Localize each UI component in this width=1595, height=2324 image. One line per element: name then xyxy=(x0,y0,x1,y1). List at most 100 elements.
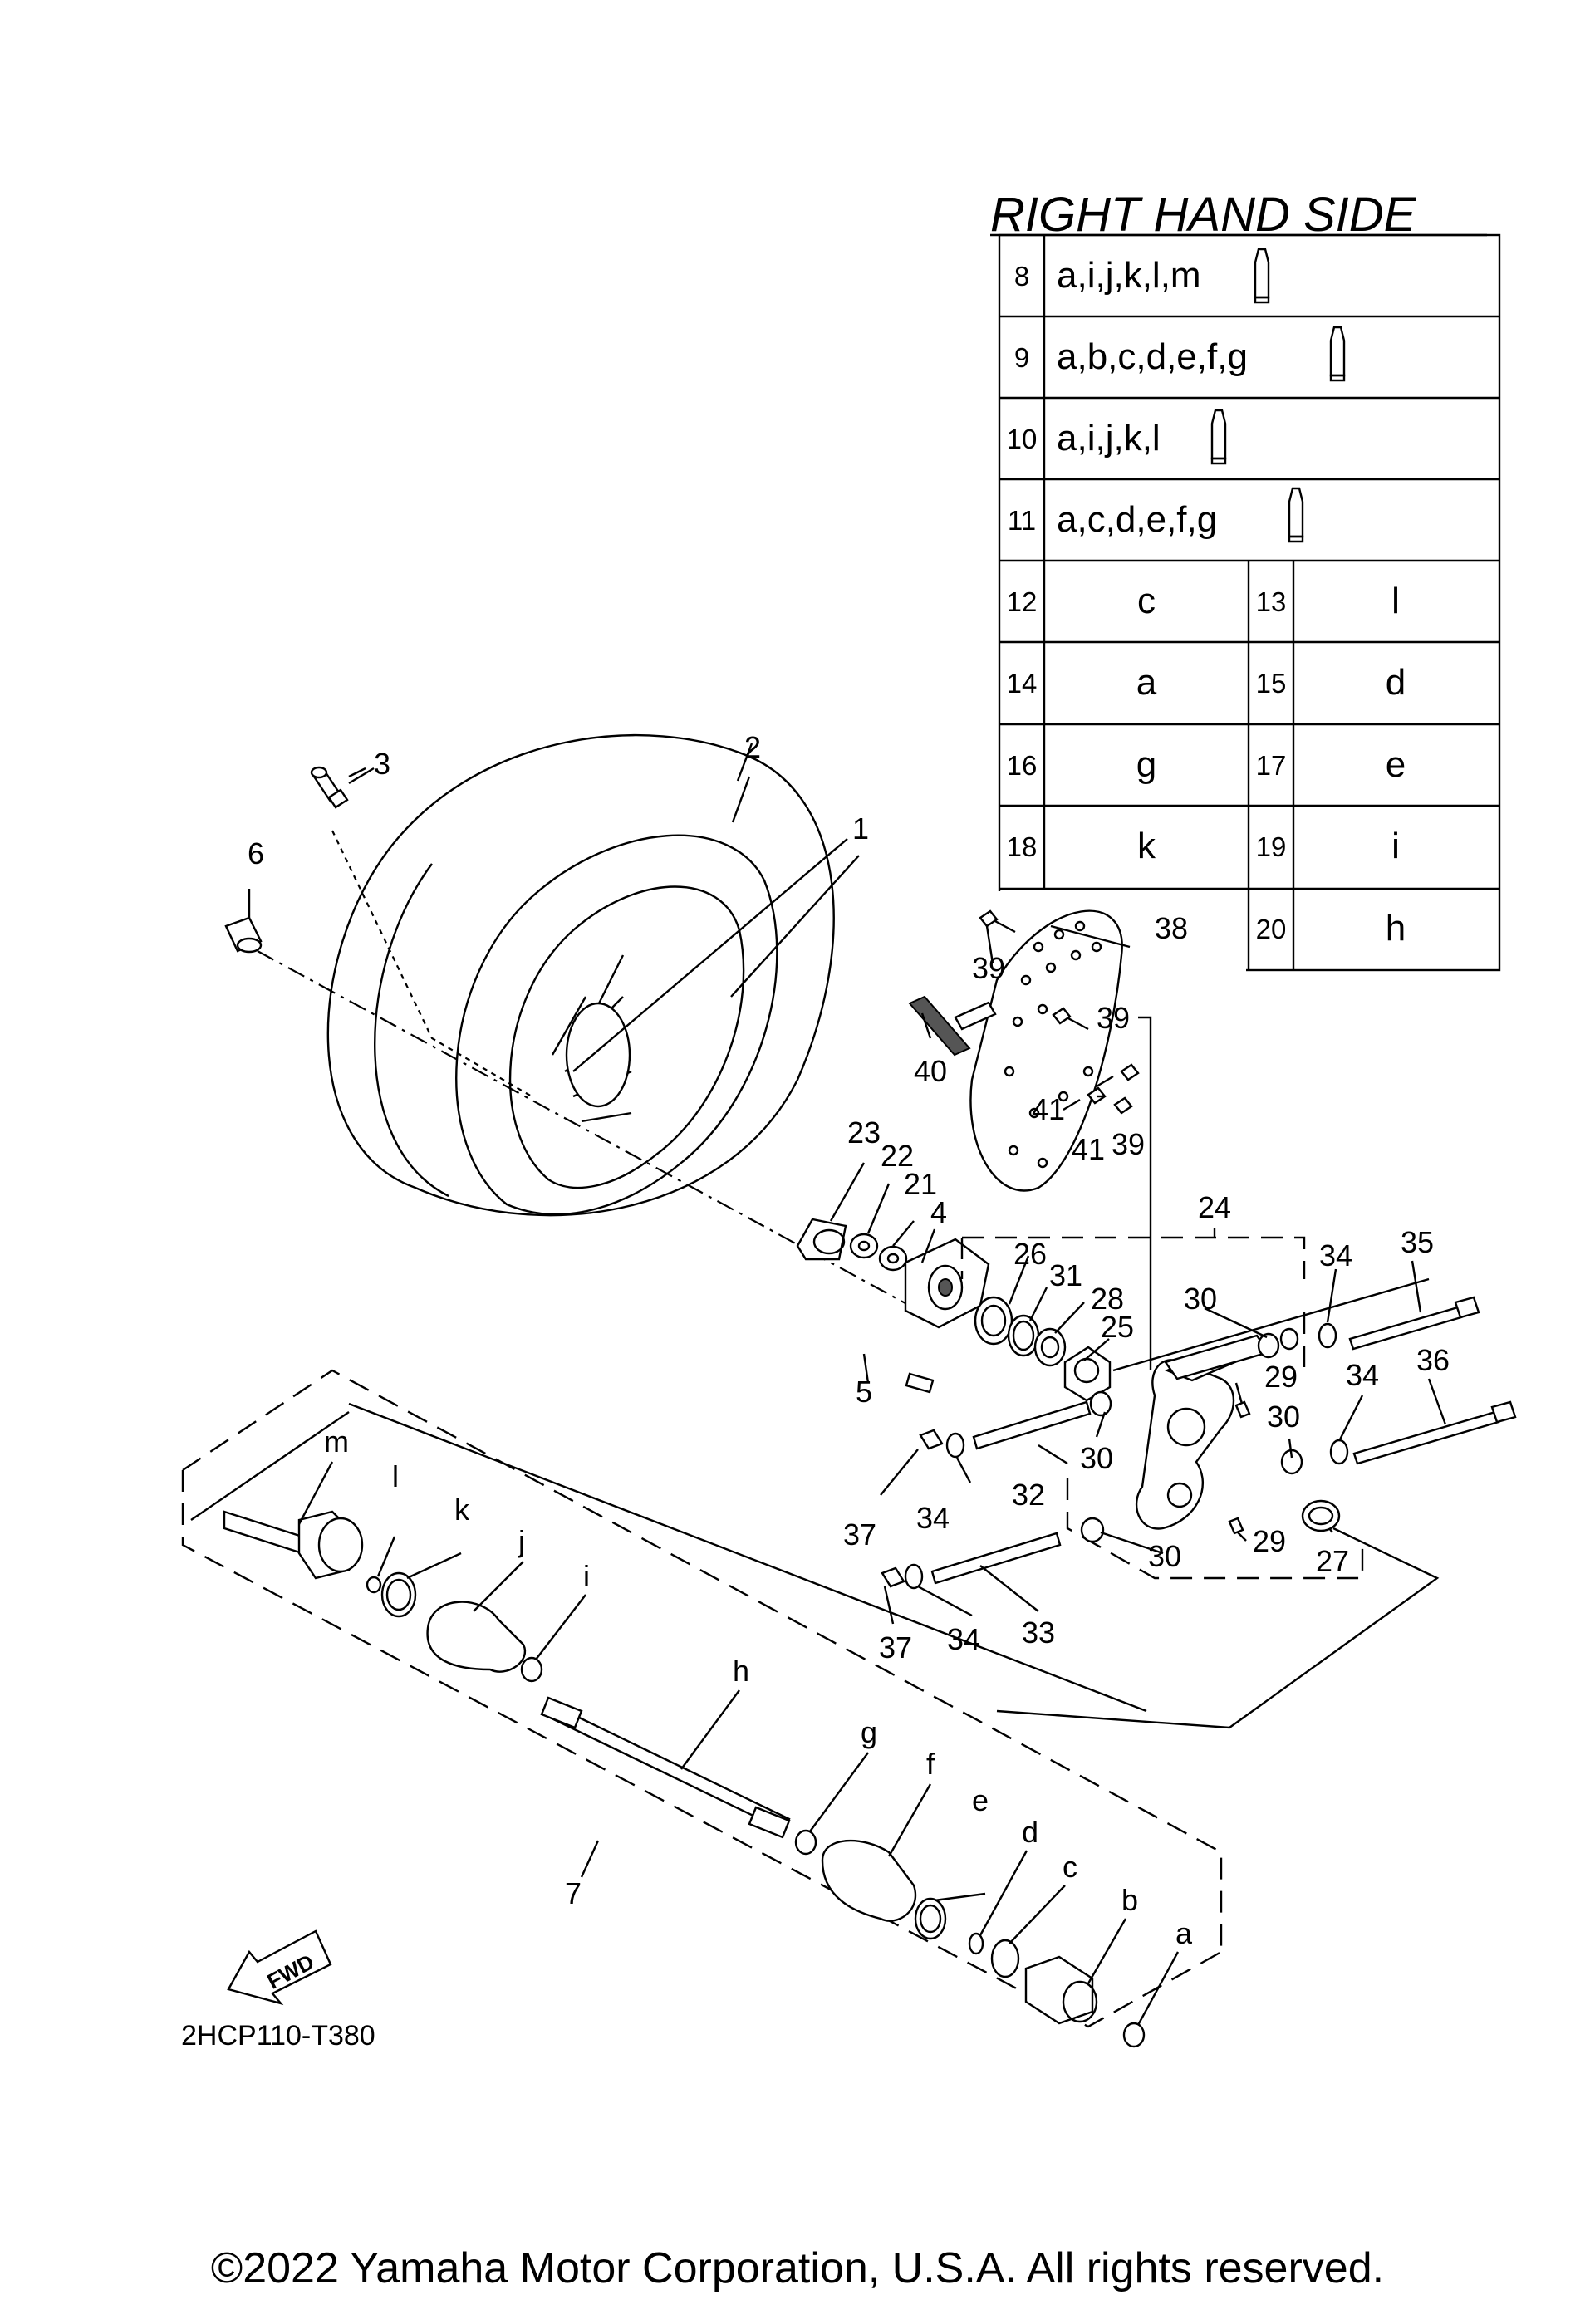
collars xyxy=(930,1400,1092,1585)
callout-30: 30 xyxy=(1080,1441,1113,1475)
hub-parts xyxy=(796,1218,1112,1402)
callout-40: 40 xyxy=(914,1054,947,1088)
table-title: RIGHT HAND SIDE xyxy=(990,188,1417,242)
grease-tube-icon xyxy=(1288,487,1304,543)
table-row-number: 9 xyxy=(1014,342,1029,373)
callout-36: 36 xyxy=(1416,1343,1450,1377)
grease-tube-icon xyxy=(1254,248,1270,304)
table-row-number: 18 xyxy=(1007,831,1038,862)
table-row-number: 16 xyxy=(1007,750,1038,781)
callout-34: 34 xyxy=(916,1501,950,1535)
bolts xyxy=(1348,1296,1517,1465)
callout-21: 21 xyxy=(904,1167,937,1201)
callout-30: 30 xyxy=(1184,1282,1217,1316)
callout-5: 5 xyxy=(856,1375,872,1409)
table-row-text: a,i,j,k,l,m xyxy=(1057,255,1201,296)
callout-c: c xyxy=(1063,1850,1077,1884)
tire xyxy=(326,734,835,1217)
callout-f: f xyxy=(926,1747,935,1781)
driveshaft-box xyxy=(181,1369,1223,2028)
callout-30: 30 xyxy=(1267,1400,1300,1434)
callout-39: 39 xyxy=(1097,1001,1130,1035)
callout-b: b xyxy=(1121,1883,1138,1917)
table-row-number: 17 xyxy=(1256,750,1287,781)
callout-d: d xyxy=(1022,1815,1038,1849)
callout-37: 37 xyxy=(879,1630,912,1665)
table-row-text: a xyxy=(1136,662,1157,703)
copyright: ©2022 Yamaha Motor Corporation, U.S.A. A… xyxy=(211,2244,1384,2292)
table-row-text: g xyxy=(1136,744,1156,785)
table-row-text: k xyxy=(1137,826,1156,866)
callout-leaders xyxy=(248,767,1447,2026)
wheel-assembly xyxy=(326,734,835,1217)
callout-28: 28 xyxy=(1091,1282,1124,1316)
callout-2: 2 xyxy=(744,730,761,764)
callout-labels: 1 2 3 4 5 6 7 21 22 23 24 25 26 27 28 29… xyxy=(248,730,1450,1950)
table-row-text: l xyxy=(1391,581,1400,621)
callout-37: 37 xyxy=(843,1517,876,1552)
tire-valve xyxy=(310,766,375,809)
callout-24: 24 xyxy=(1198,1190,1231,1224)
callout-29: 29 xyxy=(1253,1524,1286,1558)
callout-33: 33 xyxy=(1022,1616,1055,1650)
callout-1: 1 xyxy=(852,811,869,846)
table-row-number: 13 xyxy=(1256,586,1287,617)
diagram-code: 2HCP110-T380 xyxy=(181,2020,375,2052)
callout-e: e xyxy=(972,1783,989,1817)
table-row-text: a,i,j,k,l xyxy=(1057,418,1161,458)
grease-tube-icon xyxy=(1329,326,1346,382)
table-row-text: d xyxy=(1386,662,1406,703)
table-row-text: c xyxy=(1137,581,1156,621)
callout-4: 4 xyxy=(930,1195,947,1229)
table-row-number: 14 xyxy=(1007,668,1038,699)
table-row-text: h xyxy=(1386,908,1406,949)
callout-27: 27 xyxy=(1316,1544,1349,1578)
callout-22: 22 xyxy=(881,1139,914,1173)
callout-3: 3 xyxy=(374,747,390,781)
nuts xyxy=(881,1429,944,1588)
grease-tube-icon xyxy=(1210,409,1227,465)
callout-29: 29 xyxy=(1264,1360,1298,1394)
callout-34: 34 xyxy=(947,1622,980,1656)
callout-41: 41 xyxy=(1032,1092,1065,1126)
callout-30: 30 xyxy=(1148,1539,1181,1573)
table-row-number: 10 xyxy=(1007,424,1038,454)
callout-m: m xyxy=(324,1424,349,1459)
rim xyxy=(508,885,745,1189)
callout-h: h xyxy=(733,1654,749,1688)
driveshaft-parts xyxy=(223,1510,1146,2048)
callout-i: i xyxy=(583,1559,590,1593)
table-row-number: 11 xyxy=(1008,505,1036,536)
hub-center xyxy=(565,1002,631,1108)
callout-23: 23 xyxy=(847,1115,881,1150)
knuckle-box xyxy=(960,1228,1364,1580)
callout-g: g xyxy=(861,1715,877,1749)
callout-39: 39 xyxy=(972,951,1005,985)
callout-38: 38 xyxy=(1155,911,1188,945)
leader-lines xyxy=(348,1016,1440,1729)
fwd-label: FWD xyxy=(263,1949,318,1994)
table-row-text: a,c,d,e,f,g xyxy=(1057,499,1217,540)
callout-31: 31 xyxy=(1049,1258,1082,1292)
callout-7: 7 xyxy=(565,1876,582,1910)
table-row-number: 12 xyxy=(1007,586,1038,617)
table-row-number: 19 xyxy=(1256,831,1287,862)
brake-bracket xyxy=(908,995,997,1057)
callout-6: 6 xyxy=(248,836,264,870)
table-row-number: 15 xyxy=(1256,668,1287,699)
callout-39: 39 xyxy=(1112,1127,1145,1161)
callout-j: j xyxy=(518,1524,525,1558)
table-row-text: a,b,c,d,e,f,g xyxy=(1057,336,1248,377)
disc-bolts xyxy=(979,909,1140,1115)
callout-41: 41 xyxy=(1072,1132,1105,1166)
table-row-number: 8 xyxy=(1014,261,1029,292)
parts-table: RIGHT HAND SIDE 8 a,i,j,k,l,m 9 a,b,c,d,… xyxy=(990,188,1501,974)
table-row-text: e xyxy=(1386,744,1406,785)
callout-35: 35 xyxy=(1401,1225,1434,1259)
callout-26: 26 xyxy=(1013,1237,1047,1271)
callout-32: 32 xyxy=(1012,1478,1045,1512)
callout-k: k xyxy=(454,1493,470,1527)
table-row-number: 20 xyxy=(1256,914,1287,944)
callout-25: 25 xyxy=(1101,1310,1134,1344)
fwd-arrow-icon: FWD xyxy=(227,1929,332,2006)
